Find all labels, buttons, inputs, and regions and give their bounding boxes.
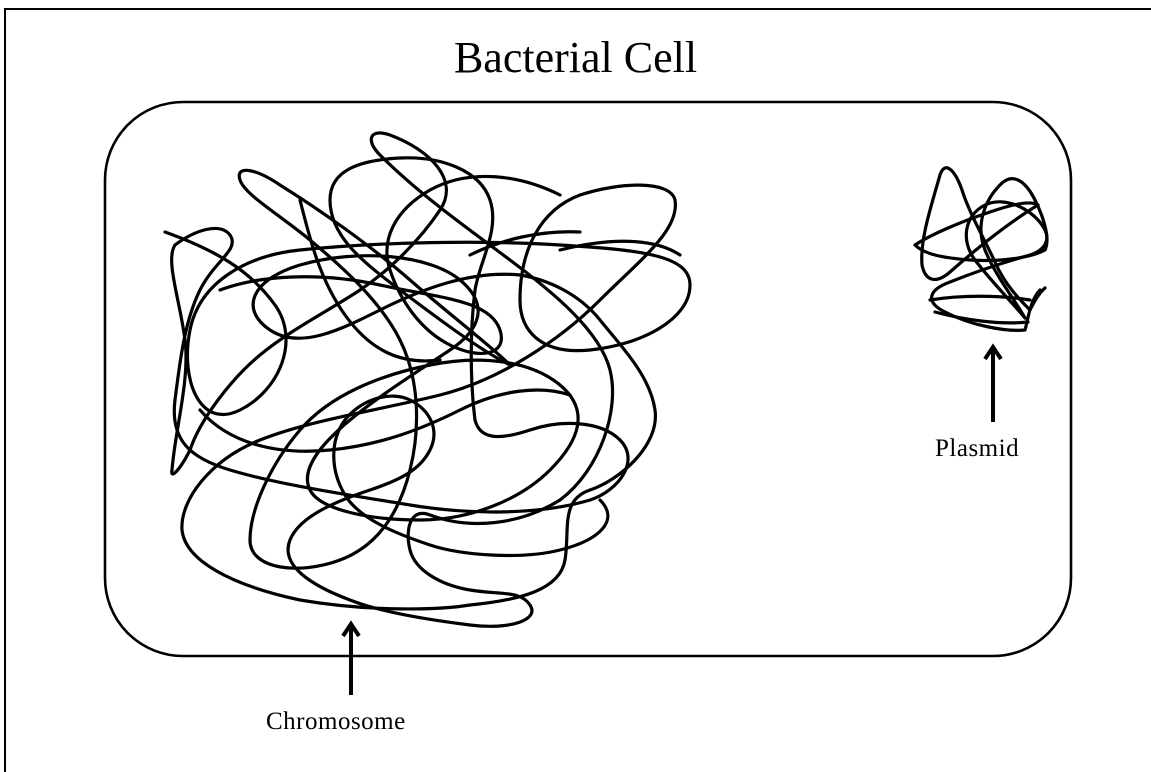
chromosome-arrow [343,624,359,695]
chromosome-strand-7 [200,232,680,451]
chromosome [165,133,690,626]
plasmid [915,168,1047,331]
plasmid-label: Plasmid [935,436,1019,461]
chromosome-label: Chromosome [266,709,406,734]
chromosome-strand-6 [220,176,560,361]
plasmid-arrow [985,347,1001,422]
chromosome-strand-4 [172,133,628,512]
cell-membrane [105,102,1071,656]
